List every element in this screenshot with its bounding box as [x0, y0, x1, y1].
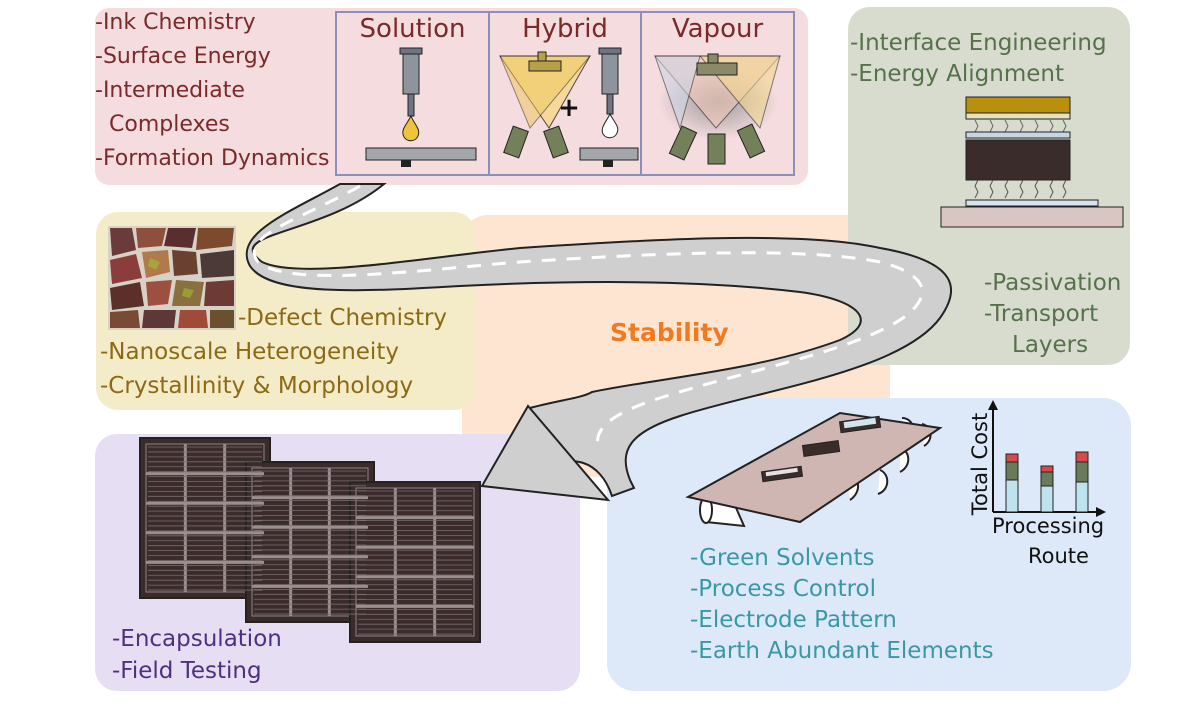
interfaces-bullet: -Passivation: [984, 270, 1122, 296]
vapour-deposition-icon: [653, 53, 782, 165]
cost-bar-chart: [988, 400, 1106, 517]
device-stack-icon: [940, 96, 1124, 228]
fabrication-bullet: -Ink Chemistry: [95, 10, 256, 35]
pipette-icon: [365, 47, 477, 167]
manufacturing-bullet: -Earth Abundant Elements: [690, 638, 994, 664]
deposition-cone-icon: [499, 51, 592, 159]
cost-bar-3: [1075, 451, 1089, 513]
method-label-solution: Solution: [359, 14, 466, 44]
deposition-methods-box: [335, 11, 795, 176]
defects-bullet: -Crystallinity & Morphology: [100, 373, 414, 399]
deployment-bullet: -Encapsulation: [112, 626, 282, 652]
road-arrow-icon: [245, 183, 953, 502]
interfaces-bullet: Layers: [1012, 332, 1089, 358]
manufacturing-bullet: -Electrode Pattern: [690, 607, 897, 633]
cost-axis-xlabel: Route: [1028, 544, 1089, 568]
plus-sign: +: [558, 93, 580, 123]
stability-label: Stability: [610, 318, 729, 347]
method-label-vapour: Vapour: [671, 14, 764, 44]
interfaces-bullet: -Energy Alignment: [850, 61, 1064, 87]
manufacturing-bullet: -Process Control: [690, 576, 876, 602]
manufacturing-bullet: -Green Solvents: [690, 545, 875, 571]
interfaces-bullet: -Interface Engineering: [850, 30, 1107, 56]
pipette-icon: [579, 47, 639, 167]
cost-axis-xlabel: Processing: [992, 514, 1105, 538]
fabrication-bullet: Complexes: [102, 112, 230, 137]
defects-bullet: -Defect Chemistry: [238, 305, 448, 331]
fabrication-bullet: -Intermediate: [95, 78, 245, 103]
fabrication-bullet: -Formation Dynamics: [95, 146, 330, 171]
interfaces-bullet: -Transport: [984, 301, 1099, 327]
roll-to-roll-icon: [685, 411, 943, 528]
deployment-bullet: -Field Testing: [112, 658, 262, 684]
cost-bar-1: [1005, 453, 1019, 513]
cost-axis-ylabel: Total Cost: [968, 412, 992, 516]
defects-bullet: -Nanoscale Heterogeneity: [100, 339, 399, 365]
cost-bar-2: [1040, 465, 1054, 513]
method-label-hybrid: Hybrid: [522, 14, 608, 44]
fabrication-bullet: -Surface Energy: [95, 44, 271, 69]
solar-panel-icon: [349, 481, 481, 643]
perovskite-grains-icon: [108, 226, 236, 330]
